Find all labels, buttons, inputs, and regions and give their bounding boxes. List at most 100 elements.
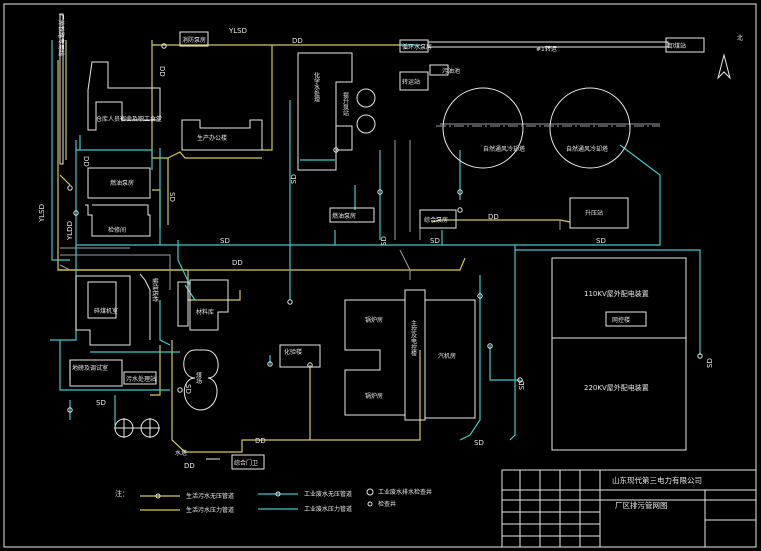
svg-text:SD: SD xyxy=(596,237,606,245)
fuel-pump-label: 燃油泵房 xyxy=(110,179,134,187)
title-block: 山东现代第三电力有限公司 厂区排污管网图 xyxy=(501,469,757,548)
production-office-label: 生产办公楼 xyxy=(197,134,227,142)
svg-text:SD: SD xyxy=(518,380,526,390)
building-sewage-tank xyxy=(123,371,157,385)
wash-pool-label: 地磅及调试室 xyxy=(72,364,108,372)
coal-unload-label: 卸煤站 xyxy=(668,42,686,50)
svg-text:DD: DD xyxy=(158,66,166,77)
building-crusher xyxy=(75,275,131,346)
boiler-bottom-label: 锅炉房 xyxy=(365,392,383,400)
station-right-label: 升压站 xyxy=(585,209,603,217)
tank-upper xyxy=(356,88,376,108)
building-small-pump xyxy=(335,125,353,151)
building-oil-pump-small xyxy=(329,207,375,223)
coal-shed-belt xyxy=(139,273,151,340)
svg-text:DD: DD xyxy=(82,156,90,167)
chem-water-label: 化学水处理 xyxy=(313,71,320,102)
svg-text:SD: SD xyxy=(220,237,230,245)
building-wash-pool xyxy=(69,359,123,387)
svg-text:SD: SD xyxy=(96,399,106,407)
svg-text:SD: SD xyxy=(184,384,192,394)
coal-belt xyxy=(427,41,669,48)
svg-text:SD: SD xyxy=(168,192,176,202)
svg-text:DD: DD xyxy=(488,213,499,221)
transfer-label: 转运站 xyxy=(402,78,420,86)
building-sludge xyxy=(429,64,449,76)
svg-text:SD: SD xyxy=(380,236,388,246)
repair-label: 检修间 xyxy=(108,226,126,234)
inspection-wells xyxy=(67,43,703,413)
drawing-frame xyxy=(3,3,757,548)
north-arrow xyxy=(717,53,731,80)
building-fire-pump xyxy=(179,31,209,47)
main-control-label: 主控及电控楼 xyxy=(410,319,417,357)
building-warehouse-inner xyxy=(177,281,189,327)
building-production-office xyxy=(181,119,263,151)
svg-text:DD: DD xyxy=(184,462,195,470)
pipe-labels: YLSD DD DD DD YLSD YLDD SD SD SD SD DD S… xyxy=(38,27,714,470)
warehouse-label: 材料库 xyxy=(196,308,214,316)
building-fuel-pump xyxy=(87,167,151,199)
coal-belt-label: 输煤栈桥 xyxy=(151,278,159,302)
building-lab xyxy=(279,344,321,368)
comprehensive-pump-label: 综合泵房 xyxy=(424,216,448,224)
svg-text:SD: SD xyxy=(290,174,298,184)
lab-label: 化验楼 xyxy=(284,348,302,356)
building-station-right xyxy=(569,197,629,229)
fire-pump-label: 消防泵房 xyxy=(182,36,206,44)
building-chem-water xyxy=(297,52,353,171)
svg-text:注：: 注： xyxy=(115,489,129,498)
gate-label: 综合门卫 xyxy=(234,459,258,467)
cooling-tower-right xyxy=(549,87,631,169)
building-staff-dorm xyxy=(87,61,161,131)
sewage-tank-label: 污水处理站 xyxy=(126,375,156,383)
svg-text:SD: SD xyxy=(430,237,440,245)
svg-text:YLSD: YLSD xyxy=(228,27,247,35)
svg-text:工业废水压力管道: 工业废水压力管道 xyxy=(304,505,352,513)
staff-dorm-label: 仓库人员宿舍及职工食堂 xyxy=(96,115,162,123)
building-crusher-inner xyxy=(87,281,117,319)
svg-text:YLDD: YLDD xyxy=(66,221,74,241)
cooling-tower-left xyxy=(442,87,524,169)
title-drawing: 厂区排污管网图 xyxy=(615,500,668,510)
crusher-label: 碎煤机室 xyxy=(94,307,118,315)
switchyard-110-label: 110KV屋外配电装置 xyxy=(584,289,649,298)
circ-pump-label: 循环水泵房 xyxy=(402,43,432,51)
tank-lower xyxy=(356,114,376,134)
control-room xyxy=(605,311,647,327)
building-gate xyxy=(231,454,265,470)
title-company: 山东现代第三电力有限公司 xyxy=(612,475,702,485)
svg-text:生活污水压力管道: 生活污水压力管道 xyxy=(186,506,234,514)
cooling-left-label: 自然通风冷却塔 xyxy=(483,145,525,153)
control-room-label: 网控楼 xyxy=(612,316,630,324)
coal-yard xyxy=(183,349,219,411)
building-comprehensive-pump xyxy=(419,209,457,229)
building-coal-unload xyxy=(665,37,705,53)
oil-pump-small-label: 燃油泵房 xyxy=(332,212,356,220)
boiler-top-label: 锅炉房 xyxy=(365,316,383,324)
switchyard-220-label: 220KV屋外配电装置 xyxy=(584,383,649,392)
svg-text:YLSD: YLSD xyxy=(38,204,46,223)
switchyard-220 xyxy=(551,337,687,451)
rail-line xyxy=(59,13,64,165)
belt-label: #1转运 xyxy=(536,45,557,53)
svg-text:SD: SD xyxy=(706,358,714,368)
coal-yard-label: 煤场 xyxy=(195,371,202,385)
wells-label: 水塔 xyxy=(175,449,187,457)
rail-label: 厂外铁路专用线 xyxy=(57,14,65,56)
svg-text:工业废水排水检查井: 工业废水排水检查井 xyxy=(378,488,432,496)
svg-text:DD: DD xyxy=(255,437,266,445)
svg-text:DD: DD xyxy=(232,259,243,267)
svg-text:工业废水无压管道: 工业废水无压管道 xyxy=(304,490,352,498)
svg-text:生活污水无压管道: 生活污水无压管道 xyxy=(186,492,234,500)
domestic-sewage-lines xyxy=(57,40,571,453)
legend: 注： 生活污水无压管道 生活污水压力管道 工业废水无压管道 工业废水压力管道 工… xyxy=(115,488,432,514)
building-turbine xyxy=(424,299,476,419)
cooling-right-label: 自然通风冷却塔 xyxy=(566,145,608,153)
tank-label: 提升泵站 xyxy=(342,91,349,117)
building-warehouse xyxy=(189,279,229,331)
building-transfer xyxy=(399,71,429,91)
svg-text:SD: SD xyxy=(474,439,484,447)
north-label: 北 xyxy=(737,34,743,42)
